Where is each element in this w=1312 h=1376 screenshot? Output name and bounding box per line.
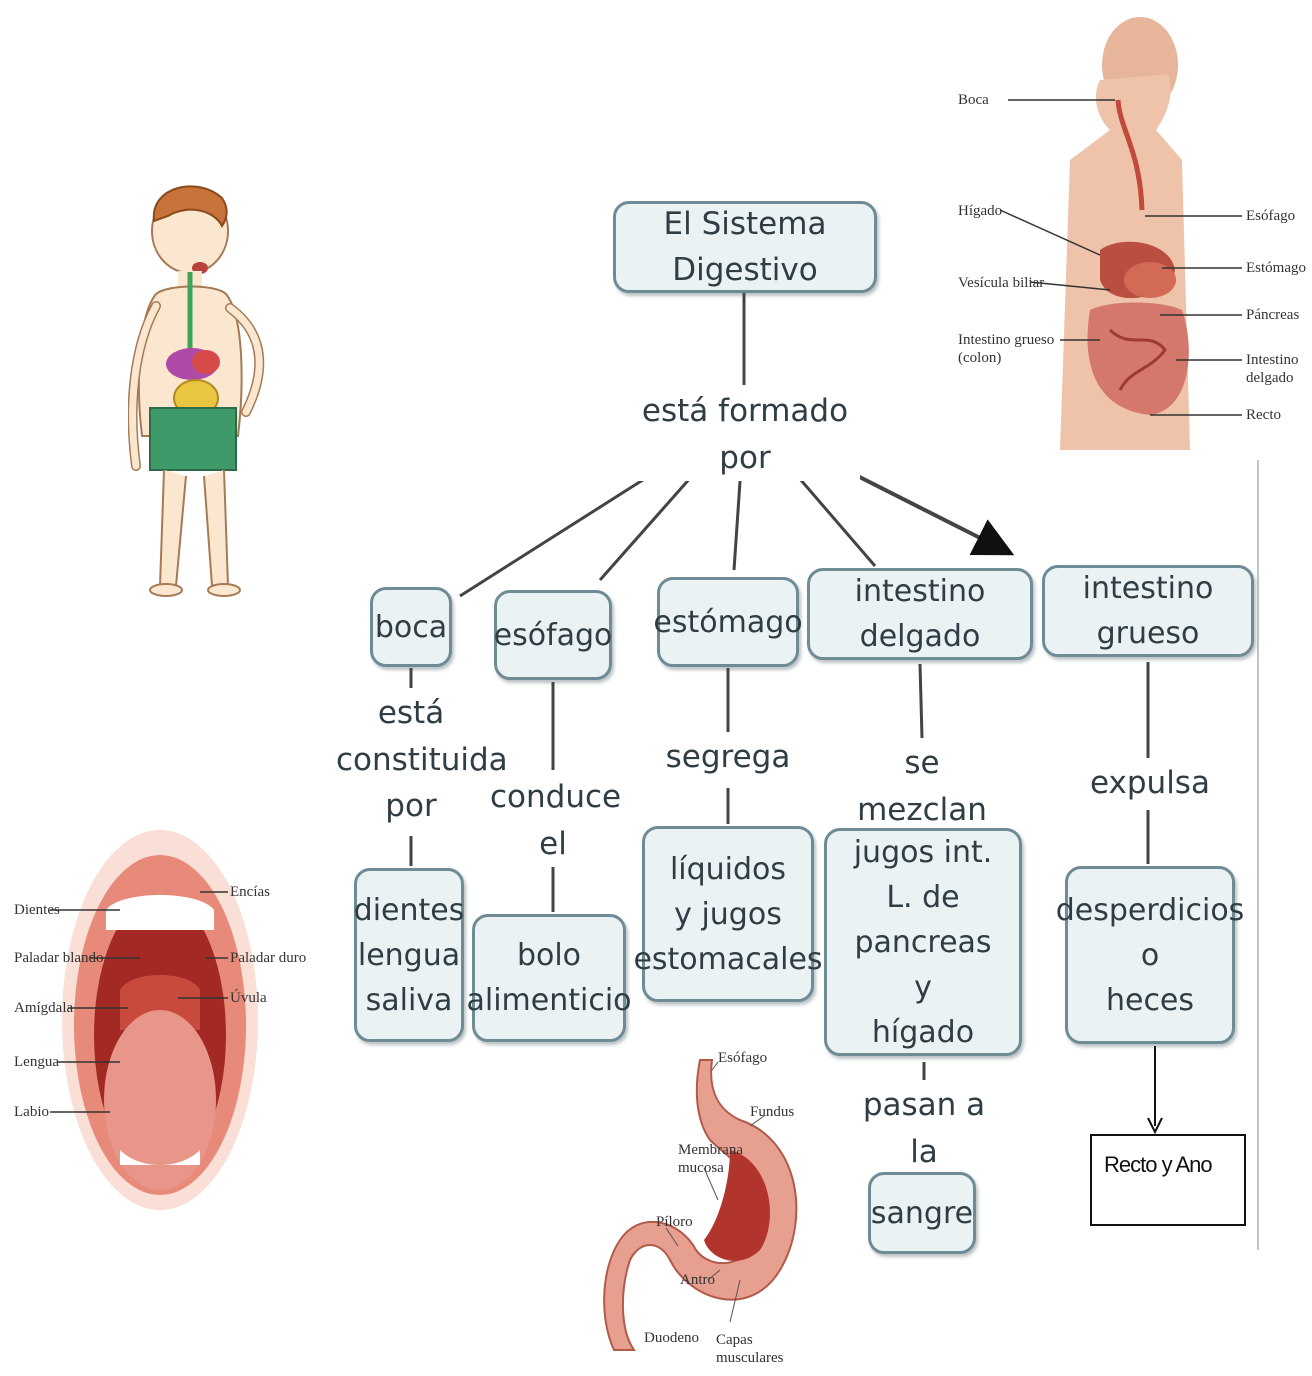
- organ-grueso-label: intestino grueso: [1045, 566, 1251, 656]
- torso-label-grueso: Intestino grueso(colon): [958, 332, 1054, 366]
- organ-delgado-label: intestino delgado: [810, 569, 1030, 659]
- organ-boca-label: boca: [375, 605, 447, 650]
- result-grueso-label: desperdicios o heces: [1056, 888, 1245, 1023]
- link-sangre: pasan a la: [856, 1082, 992, 1175]
- recto-ano-box: Recto y Ano: [1090, 1134, 1246, 1226]
- torso-label-pancreas: Páncreas: [1246, 307, 1299, 323]
- vertical-divider: [1257, 460, 1259, 1250]
- mouth-label-uvula: Úvula: [230, 989, 267, 1006]
- root-node: El Sistema Digestivo: [613, 201, 877, 293]
- organ-intestino-delgado: intestino delgado: [807, 568, 1033, 660]
- result-boca-label: dientes lengua saliva: [354, 888, 465, 1023]
- result-grueso: desperdicios o heces: [1065, 866, 1235, 1044]
- stomach-label-fundus: Fundus: [750, 1104, 794, 1120]
- result-boca: dientes lengua saliva: [354, 868, 464, 1042]
- result-sangre-label: sangre: [871, 1191, 973, 1236]
- mouth-label-lengua: Lengua: [14, 1054, 59, 1070]
- torso-label-higado: Hígado: [958, 203, 1002, 219]
- mouth-illustration: Dientes Paladar blando Amígdala Lengua L…: [10, 820, 320, 1280]
- torso-label-estomago: Estómago: [1246, 260, 1306, 276]
- link-grueso: expulsa: [1090, 760, 1206, 807]
- torso-digestive-illustration: Boca Hígado Vesícula biliar Intestino gr…: [950, 10, 1312, 450]
- mouth-label-encias: Encías: [230, 884, 270, 900]
- organ-estomago: estómago: [657, 577, 799, 667]
- stomach-label-piloro: Píloro: [656, 1214, 693, 1230]
- result-esofago: bolo alimenticio: [472, 914, 626, 1042]
- stomach-label-esofago: Esófago: [718, 1050, 767, 1066]
- mouth-label-amigdala: Amígdala: [14, 1000, 73, 1016]
- organ-esofago-label: esófago: [494, 613, 613, 658]
- root-label: El Sistema Digestivo: [616, 201, 874, 294]
- organ-intestino-grueso: intestino grueso: [1042, 565, 1254, 657]
- result-esofago-label: bolo alimenticio: [466, 933, 631, 1023]
- link-estomago: segrega: [660, 734, 796, 781]
- link-boca: está constituida por: [336, 690, 486, 830]
- organ-boca: boca: [370, 587, 452, 667]
- result-estomago: líquidos y jugos estomacales: [642, 826, 814, 1002]
- child-digestive-illustration: [128, 176, 278, 616]
- result-delgado-label: jugos int. L. de pancreas y hígado: [827, 830, 1019, 1055]
- torso-label-esofago: Esófago: [1246, 208, 1295, 224]
- stomach-label-antro: Antro: [680, 1272, 715, 1288]
- organ-estomago-label: estómago: [653, 600, 802, 645]
- link-delgado: se mezclan: [842, 740, 1002, 833]
- link-esofago: conduce el: [490, 774, 616, 867]
- result-sangre: sangre: [868, 1172, 976, 1254]
- result-estomago-label: líquidos y jugos estomacales: [633, 847, 822, 982]
- line-delgado-a: [920, 664, 922, 738]
- mouth-label-paladar-duro: Paladar duro: [230, 950, 306, 966]
- organ-esofago: esófago: [494, 590, 612, 680]
- torso-label-recto: Recto: [1246, 407, 1281, 423]
- torso-label-vesicula: Vesícula biliar: [958, 275, 1044, 291]
- torso-label-grueso-text: Intestino grueso(colon): [958, 332, 1054, 366]
- stomach-label-duodeno: Duodeno: [644, 1330, 699, 1346]
- mouth-label-labio: Labio: [14, 1104, 49, 1120]
- mouth-label-dientes: Dientes: [14, 902, 60, 918]
- mouth-label-paladar-blando: Paladar blando: [14, 950, 104, 966]
- result-delgado: jugos int. L. de pancreas y hígado: [824, 828, 1022, 1056]
- root-link-label: está formado por: [630, 388, 860, 481]
- torso-label-boca: Boca: [958, 92, 989, 108]
